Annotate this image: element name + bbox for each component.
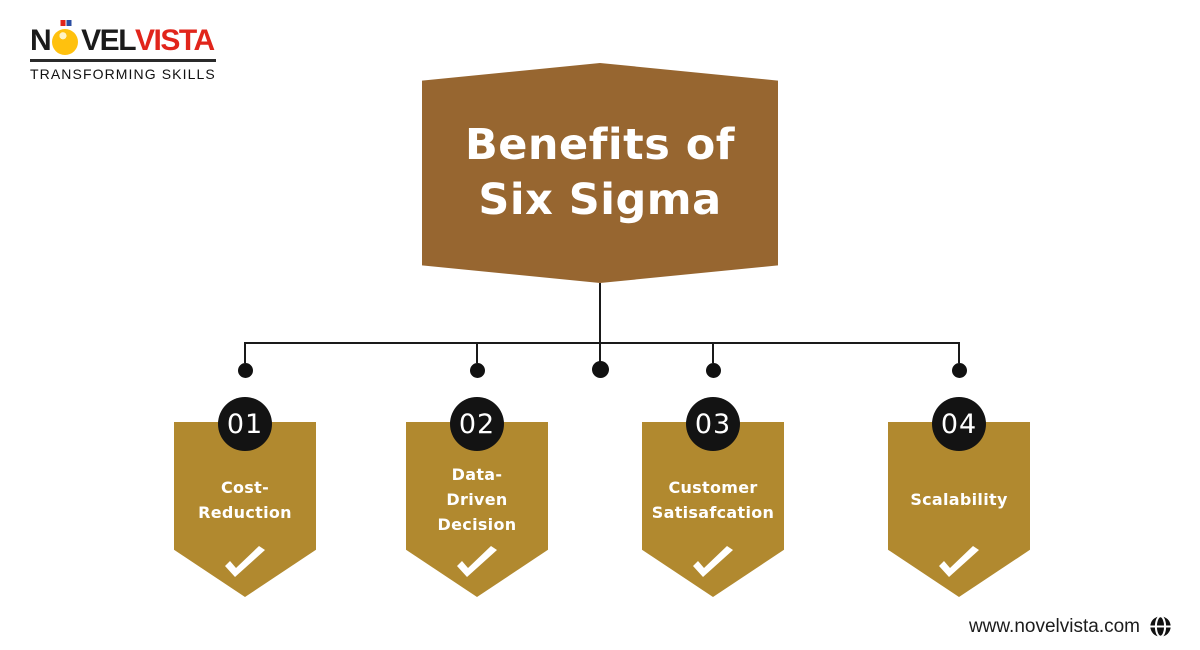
lightbulb-icon — [52, 20, 79, 56]
connector-stub-4 — [958, 342, 960, 363]
node-number-badge: 01 — [218, 397, 272, 451]
footer-website[interactable]: www.novelvista.com — [969, 615, 1172, 638]
connector-dot-2 — [470, 363, 485, 378]
connector-stub-1 — [244, 342, 246, 363]
title-banner: Benefits of Six Sigma — [422, 63, 778, 283]
node-label: Data- Driven Decision — [437, 465, 517, 534]
page-title-line1: Benefits of — [464, 120, 736, 170]
benefit-node-4: 04 Scalability — [888, 397, 1030, 597]
benefit-node-3: 03 Customer Satisafcation — [642, 397, 784, 597]
connector-dot-center — [592, 361, 609, 378]
connector-dot-4 — [952, 363, 967, 378]
connector-horizontal — [244, 342, 960, 344]
globe-icon — [1149, 615, 1172, 638]
logo-wordmark: N VEL VISTA — [30, 20, 216, 56]
connector-stub-2 — [476, 342, 478, 363]
page-title-line2: Six Sigma — [478, 175, 722, 225]
connector-stub-3 — [712, 342, 714, 363]
website-url[interactable]: www.novelvista.com — [968, 615, 1140, 637]
benefit-node-2: 02 Data- Driven Decision — [406, 397, 548, 597]
checkmark-icon — [693, 546, 733, 577]
connector-dot-3 — [706, 363, 721, 378]
node-number-badge: 02 — [450, 397, 504, 451]
connector-dot-1 — [238, 363, 253, 378]
logo-text-vel: VEL — [81, 24, 136, 57]
logo-tagline: TRANSFORMING SKILLS — [30, 66, 216, 82]
connector-stem — [599, 283, 601, 363]
logo-text-vista: VISTA — [135, 24, 215, 57]
logo-underline — [30, 59, 216, 62]
node-number-badge: 03 — [686, 397, 740, 451]
bulb-flag-icon — [60, 20, 72, 26]
novelvista-logo: N VEL VISTA TRANSFORMING SKILLS — [30, 20, 216, 82]
checkmark-icon — [939, 546, 979, 577]
logo-text-n: N — [30, 24, 52, 57]
node-label: Cost- Reduction — [198, 477, 292, 522]
node-label: Scalability — [910, 490, 1008, 509]
checkmark-icon — [457, 546, 497, 577]
node-label: Customer Satisafcation — [651, 477, 775, 522]
node-number-badge: 04 — [932, 397, 986, 451]
checkmark-icon — [225, 546, 265, 577]
benefit-node-1: 01 Cost- Reduction — [174, 397, 316, 597]
